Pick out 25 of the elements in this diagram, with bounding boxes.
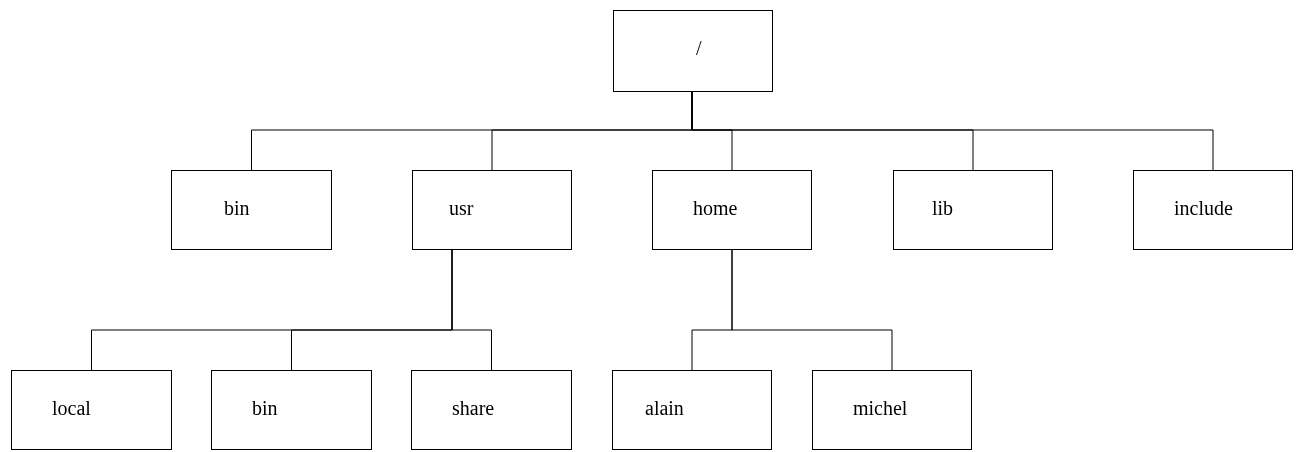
folder-name: include — [1174, 196, 1233, 220]
folder-box — [412, 170, 572, 250]
folder-name: / — [696, 36, 702, 60]
folder-name: bin — [252, 396, 278, 420]
folder-box — [11, 370, 172, 450]
folder-name: alain — [645, 396, 684, 420]
tree-connector — [691, 91, 1214, 171]
tree-connector — [451, 249, 492, 371]
folder-name: bin — [224, 196, 250, 220]
folder-box — [211, 370, 372, 450]
folder-box — [612, 370, 772, 450]
folder-box — [812, 370, 972, 450]
folder-box — [652, 170, 812, 250]
folder-name: usr — [449, 196, 474, 220]
folder-box — [1133, 170, 1293, 250]
folder-box — [613, 10, 773, 92]
folder-box — [893, 170, 1053, 250]
folder-box — [411, 370, 572, 450]
tree-connector — [731, 249, 893, 371]
folder-name: michel — [853, 396, 908, 420]
folder-name: local — [52, 396, 91, 420]
folder-box — [171, 170, 332, 250]
folder-name: home — [693, 196, 738, 220]
folder-name: lib — [932, 196, 954, 220]
folder-name: share — [452, 396, 495, 420]
